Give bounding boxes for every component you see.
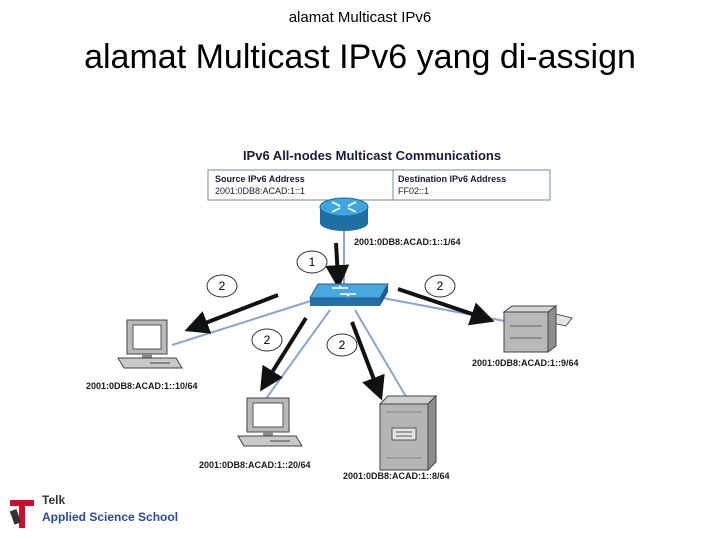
diagram-title: IPv6 All-nodes Multicast Communications	[243, 148, 501, 163]
pc-bottom-icon[interactable]	[237, 397, 303, 447]
arrow-to-server	[350, 321, 385, 401]
svg-text:2: 2	[437, 279, 444, 293]
cable-switch-server	[354, 309, 409, 401]
svg-text:2: 2	[339, 338, 346, 352]
arrow-to-pc-left	[184, 293, 279, 334]
server-address-label: 2001:0DB8:ACAD:1::8/64	[343, 471, 450, 481]
logo-line1: Telk	[42, 493, 65, 507]
svg-text:1: 1	[309, 255, 316, 269]
switch-icon[interactable]	[309, 283, 389, 306]
address-table: Source IPv6 Address 2001:0DB8:ACAD:1::1 …	[207, 169, 551, 201]
pc-left-icon[interactable]	[117, 319, 183, 369]
step-badge-2-pc-bottom: 2	[251, 328, 283, 352]
cables	[171, 228, 511, 401]
destination-address-value: FF02::1	[398, 186, 429, 196]
step-badge-2-printer: 2	[424, 274, 456, 298]
svg-text:2: 2	[219, 279, 226, 293]
cable-switch-pc-bottom	[264, 309, 331, 401]
svg-text:2: 2	[264, 333, 271, 347]
telkom-logo: Telk Applied Science School	[9, 493, 178, 528]
step-badge-2-pc-left: 2	[206, 274, 238, 298]
logo-line2: Applied Science School	[42, 510, 178, 524]
router-icon[interactable]	[319, 197, 369, 231]
pc-left-address-label: 2001:0DB8:ACAD:1::10/64	[86, 381, 198, 391]
source-address-header: Source IPv6 Address	[215, 174, 305, 184]
printer-icon[interactable]	[502, 305, 573, 353]
slide-main-title: alamat Multicast IPv6 yang di-assign	[84, 38, 636, 76]
step-badge-1: 1	[296, 250, 328, 274]
cable-switch-pc-left	[171, 297, 321, 346]
printer-address-label: 2001:0DB8:ACAD:1::9/64	[472, 358, 579, 368]
pc-bottom-address-label: 2001:0DB8:ACAD:1::20/64	[199, 460, 311, 470]
arrow-to-pc-bottom	[260, 316, 308, 392]
source-address-value: 2001:0DB8:ACAD:1::1	[215, 186, 305, 196]
router-address-label: 2001:0DB8:ACAD:1::1/64	[354, 237, 461, 247]
slide-small-title: alamat Multicast IPv6	[288, 9, 432, 26]
server-icon[interactable]	[378, 394, 438, 472]
arrows	[184, 242, 495, 401]
arrow-router-to-switch	[325, 242, 350, 290]
step-badge-2-server: 2	[326, 333, 358, 357]
arrow-to-printer	[397, 287, 495, 326]
destination-address-header: Destination IPv6 Address	[398, 174, 506, 184]
logo-mark-icon	[10, 500, 34, 528]
cable-switch-printer	[371, 295, 511, 323]
